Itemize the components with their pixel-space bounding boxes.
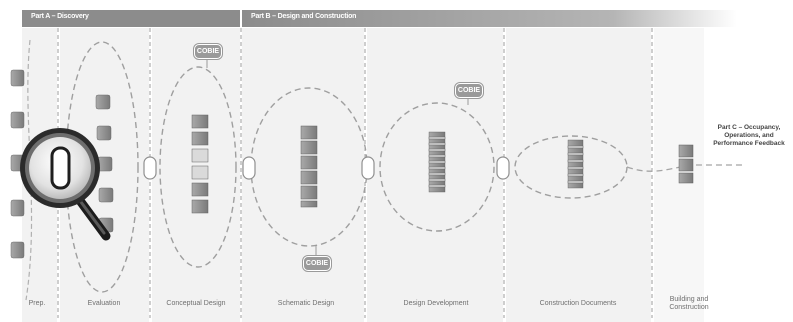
phase-label-evaluation: Evaluation — [87, 300, 121, 307]
phase-label-building-construction: Building and Construction — [669, 296, 709, 311]
phase-connectors — [143, 156, 510, 180]
part-a-header-bar — [22, 10, 240, 27]
schematic-stack — [300, 125, 318, 208]
phase-label-conceptual-design: Conceptual Design — [166, 300, 226, 307]
prep-flow-line — [25, 39, 33, 301]
part-b-header-bar — [242, 10, 737, 27]
phase-label-schematic-design: Schematic Design — [277, 300, 335, 307]
building-stack — [678, 144, 694, 184]
cobie-tag-design-development: COBIE — [454, 82, 484, 99]
prep-document-icons — [10, 69, 25, 259]
part-b-label: Part B – Design and Construction — [251, 13, 357, 20]
phase-label-design-development: Design Development — [403, 300, 469, 307]
phase-label-prep: Prep. — [28, 300, 46, 307]
part-a-label: Part A – Discovery — [31, 13, 89, 20]
connector-4 — [496, 156, 510, 180]
conceptual-stack — [191, 114, 209, 214]
cobie-tag-schematic: COBIE — [302, 255, 332, 272]
phase-label-construction-documents: Construction Documents — [539, 300, 617, 307]
construction-documents-stack — [567, 139, 584, 189]
design-development-stack — [428, 131, 446, 193]
connector-3 — [361, 156, 375, 180]
connector-2 — [242, 156, 256, 180]
phase-dividers — [57, 28, 653, 318]
cobie-tag-conceptual: COBIE — [193, 43, 223, 60]
magnifying-glass-icon — [20, 128, 111, 241]
evaluation-blocks — [95, 94, 114, 233]
part-c-label: Part C – Occupancy, Operations, and Perf… — [713, 124, 785, 147]
connector-1 — [143, 156, 157, 180]
